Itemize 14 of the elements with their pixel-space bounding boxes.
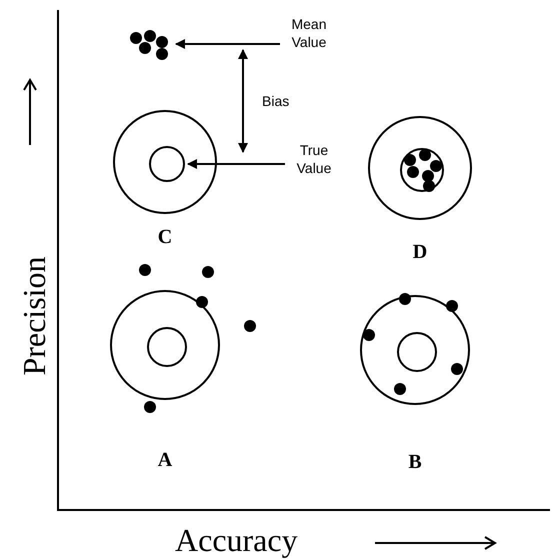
- bias-label: Bias: [262, 93, 290, 109]
- target-letter: B: [407, 451, 423, 473]
- arrow: [187, 159, 285, 169]
- axis-title: Accuracy: [175, 522, 298, 558]
- arrow: [175, 39, 280, 49]
- inner-circle: [149, 146, 185, 182]
- axis-title: Precision: [16, 255, 52, 378]
- target-letter: A: [156, 449, 174, 471]
- inner-circle: [397, 332, 437, 372]
- callout-text: Mean Value: [283, 16, 335, 51]
- target-letter: C: [156, 226, 174, 248]
- inner-circle: [147, 327, 187, 367]
- callout-text: True Value: [288, 142, 340, 177]
- target-letter: D: [412, 241, 428, 263]
